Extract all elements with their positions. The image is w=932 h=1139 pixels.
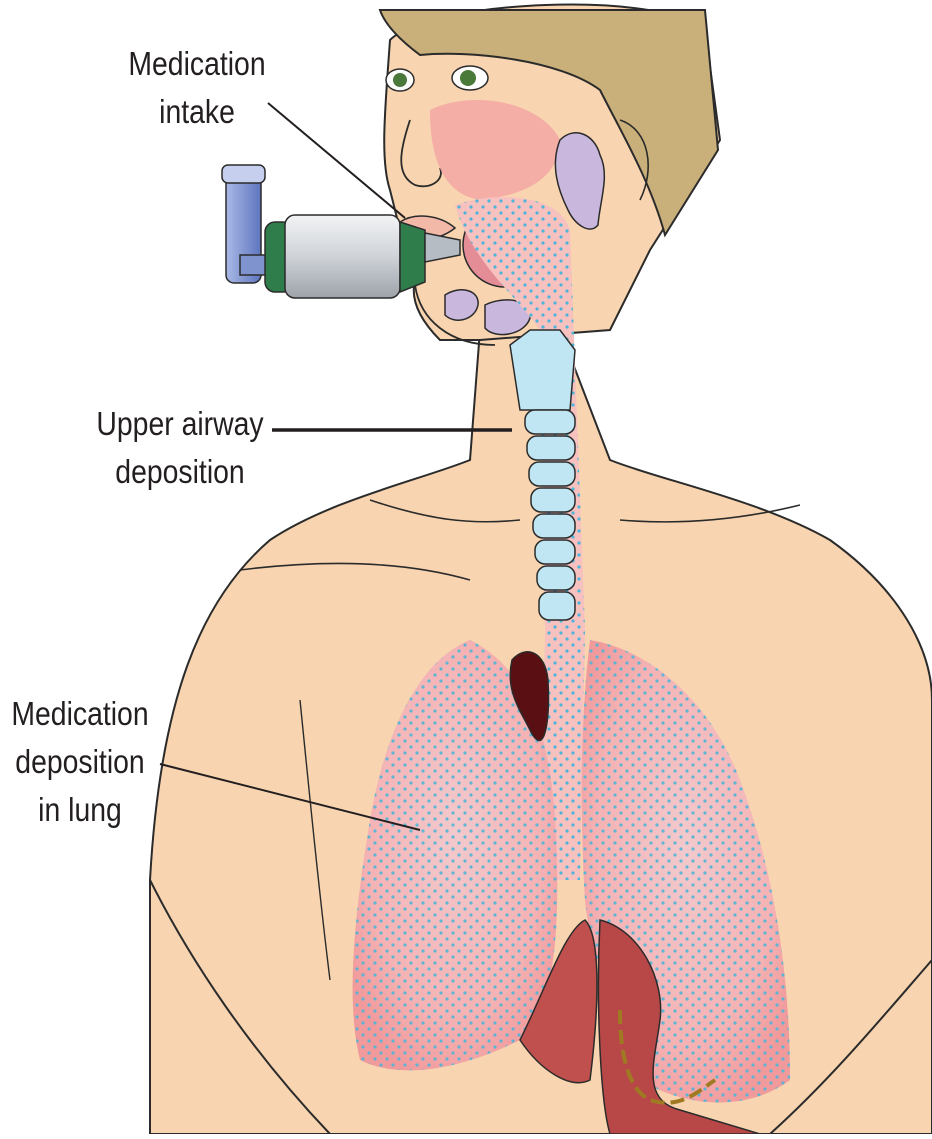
label-lung-line2: deposition <box>11 738 149 786</box>
label-upper-airway-deposition: Upper airway deposition <box>77 400 283 496</box>
label-upper-airway-line1: Upper airway <box>77 400 283 448</box>
label-medication-intake: Medication intake <box>107 40 288 136</box>
label-lung-line1: Medication <box>11 690 149 738</box>
label-lung-line3: in lung <box>11 786 149 834</box>
label-medication-deposition-lung: Medication deposition in lung <box>11 690 149 834</box>
label-medication-intake-line1: Medication <box>107 40 288 88</box>
label-medication-intake-line2: intake <box>107 88 288 136</box>
label-upper-airway-line2: deposition <box>77 448 283 496</box>
